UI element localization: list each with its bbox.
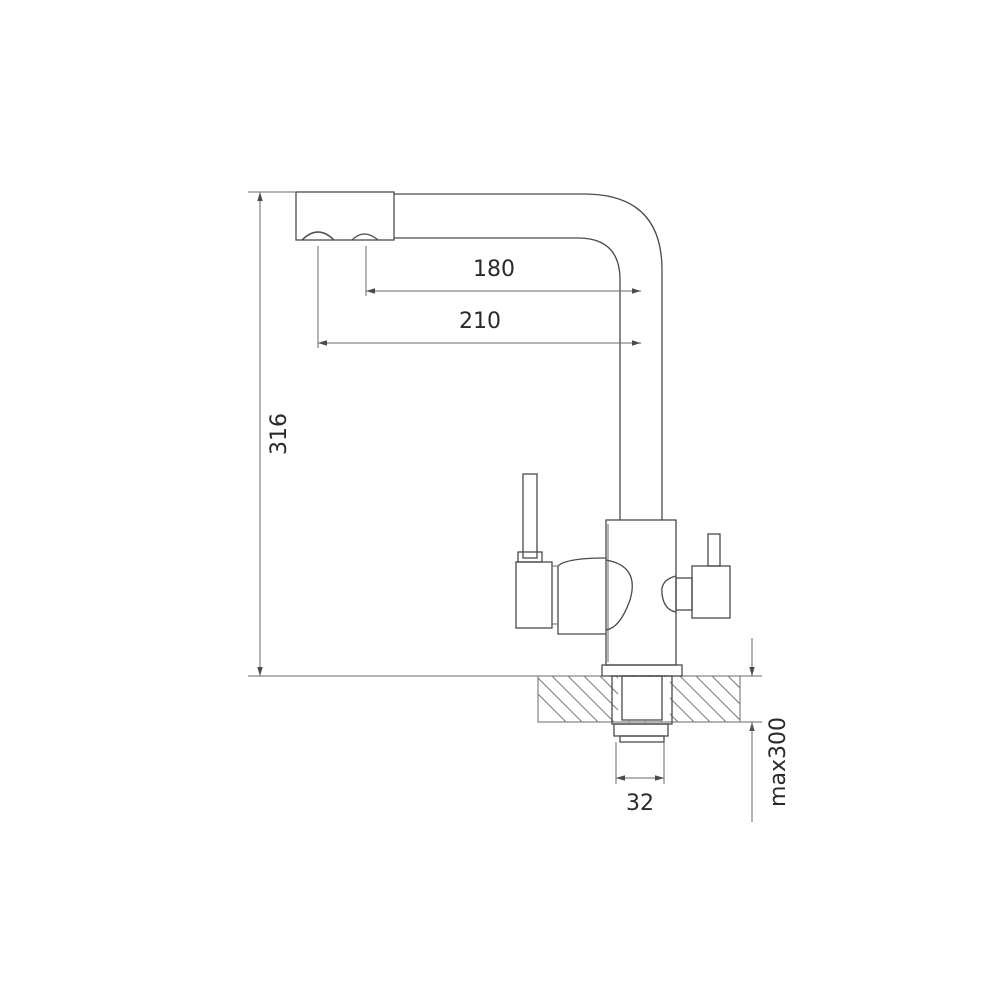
faucet-body — [605, 519, 677, 666]
dimension-hole-diameter-label: 32 — [626, 791, 654, 816]
dimension-counter-thickness: max300 — [740, 638, 791, 822]
dimension-reach-inner: 180 — [365, 246, 641, 296]
spout-head — [295, 191, 395, 241]
dimension-reach-outer-label: 210 — [459, 309, 501, 334]
dimension-counter-thickness-label: max300 — [766, 717, 791, 807]
dimension-hole-diameter: 32 — [615, 742, 665, 816]
countertop-section — [537, 675, 741, 723]
dimension-reach-inner-label: 180 — [473, 257, 515, 282]
left-handle — [515, 473, 633, 635]
base-ring — [601, 664, 683, 677]
dimension-height: 316 — [248, 191, 296, 676]
dimension-height-label: 316 — [267, 413, 292, 455]
spout — [394, 193, 663, 520]
dimension-reach-outer: 210 — [317, 246, 641, 348]
right-handle — [661, 533, 731, 619]
